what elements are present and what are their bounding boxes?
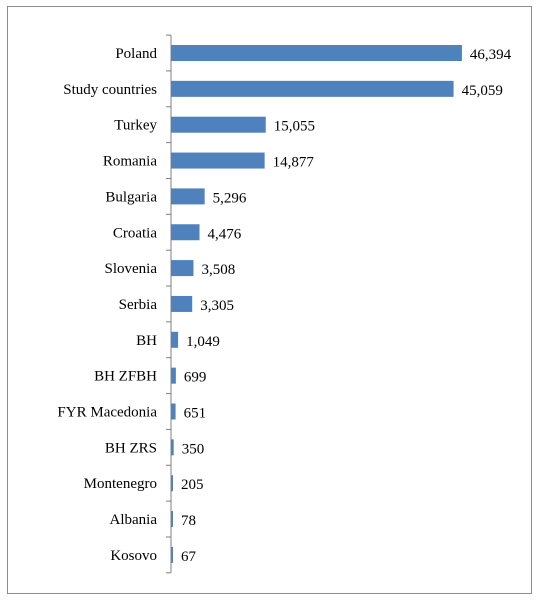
bar	[171, 475, 173, 492]
category-label: BH ZFBH	[94, 369, 157, 385]
value-label: 651	[184, 406, 207, 422]
bar	[171, 439, 174, 456]
value-label: 1,049	[186, 334, 220, 350]
bar	[171, 80, 454, 97]
category-label: Albania	[110, 512, 158, 528]
value-label: 350	[182, 441, 205, 457]
value-label: 45,059	[462, 83, 503, 99]
category-label: BH ZRS	[105, 440, 157, 456]
value-label: 5,296	[213, 190, 247, 206]
value-label: 205	[181, 477, 204, 493]
category-label: Croatia	[113, 225, 157, 241]
category-label: Study countries	[63, 82, 157, 98]
value-label: 3,305	[200, 298, 234, 314]
y-axis	[166, 34, 172, 574]
bar	[171, 116, 266, 133]
value-label: 3,508	[201, 262, 235, 278]
category-label: BH	[136, 333, 157, 349]
value-label: 78	[181, 513, 196, 529]
category-label: Poland	[115, 46, 157, 62]
value-label: 14,877	[273, 155, 315, 171]
value-label: 46,394	[470, 47, 512, 63]
bar	[171, 152, 265, 169]
bar	[171, 45, 462, 61]
bar	[171, 546, 173, 563]
category-label: Montenegro	[84, 476, 157, 492]
bar	[171, 188, 205, 205]
value-label: 4,476	[208, 226, 242, 242]
bar	[171, 367, 176, 384]
category-label: FYR Macedonia	[57, 405, 157, 421]
bar	[171, 403, 176, 420]
value-label: 699	[184, 370, 207, 386]
bar	[171, 224, 200, 241]
category-label: Serbia	[119, 297, 158, 313]
value-labels: 46,394 45,059 15,055 14,877 5,296 4,476 3,508 3…	[181, 47, 512, 565]
bar	[171, 260, 194, 277]
category-label: Bulgaria	[105, 189, 157, 205]
value-label: 67	[181, 549, 197, 565]
value-label: 15,055	[274, 119, 315, 135]
category-label: Slovenia	[105, 261, 158, 277]
category-label: Turkey	[114, 118, 157, 134]
bar	[171, 295, 193, 312]
bar	[171, 511, 173, 528]
category-label: Kosovo	[110, 548, 157, 564]
bars-layer	[171, 45, 462, 563]
bar	[171, 331, 179, 348]
category-label: Romania	[103, 154, 157, 170]
